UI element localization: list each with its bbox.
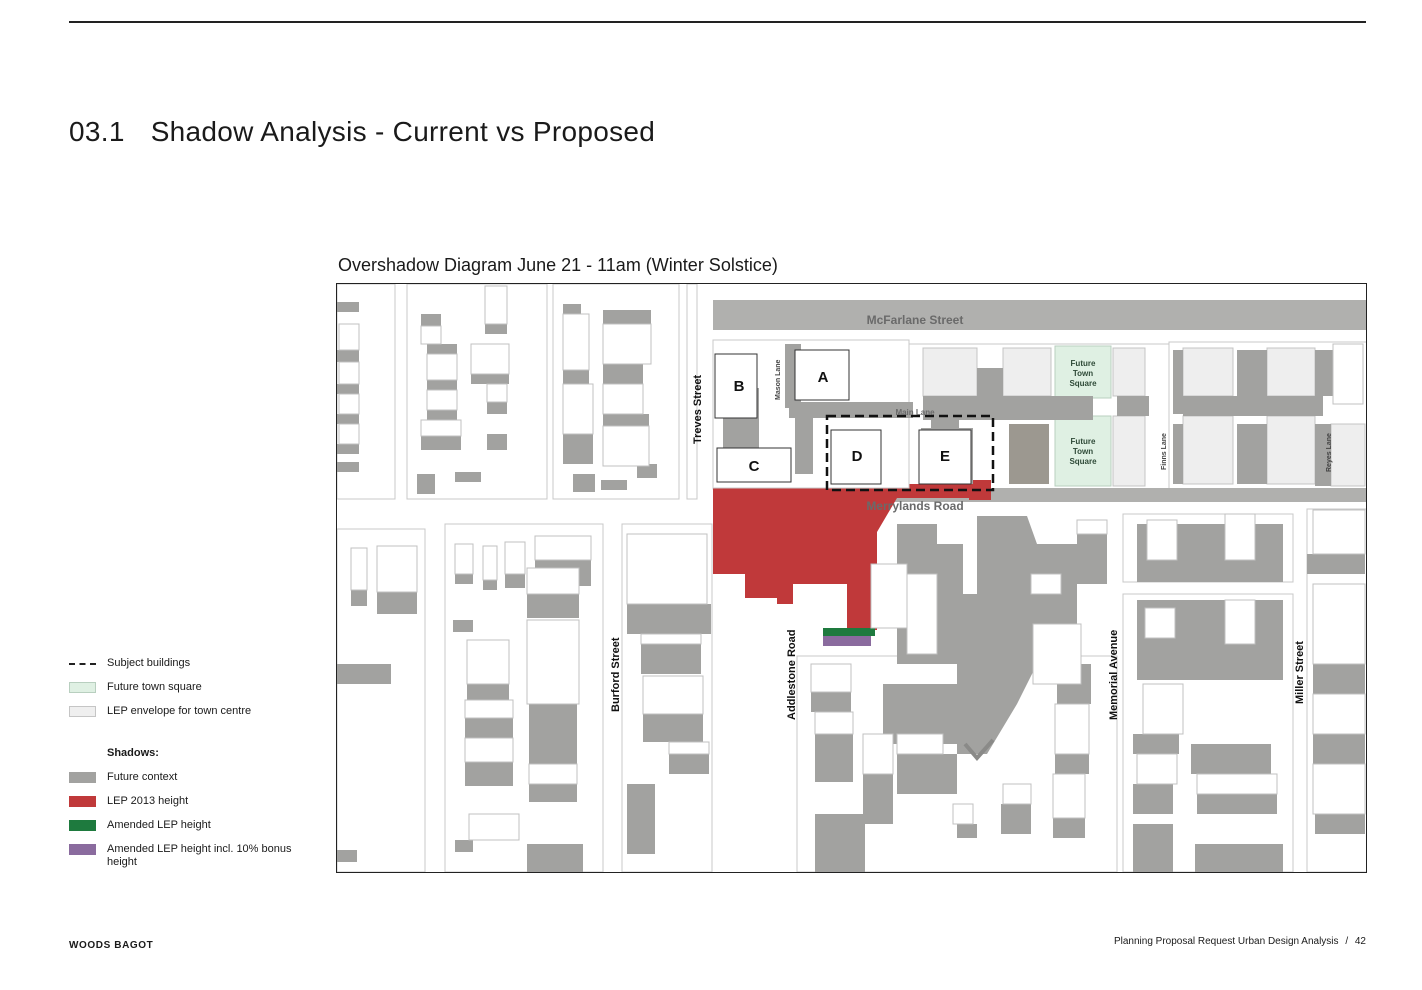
- legend-label: Amended LEP height: [107, 819, 211, 831]
- street-merrylands: Merrylands Road: [866, 499, 963, 513]
- building-c: [716, 447, 792, 483]
- amended-lep-swatch: [69, 820, 96, 831]
- building-b: [714, 353, 758, 419]
- street-mason: Mason Lane: [775, 359, 782, 400]
- shadow-lep-2013: [713, 484, 991, 630]
- footer-document-title: Planning Proposal Request Urban Design A…: [1113, 936, 1339, 947]
- town-square-2-line3: Square: [1069, 457, 1097, 466]
- building-a: [794, 349, 850, 401]
- lep-2013-swatch: [69, 796, 96, 807]
- legend-item-lep-envelope: LEP envelope for town centre: [69, 705, 319, 729]
- section-title: Shadow Analysis - Current vs Proposed: [150, 116, 656, 147]
- building-e: [918, 429, 972, 485]
- legend: Subject buildings Future town square LEP…: [69, 657, 319, 873]
- town-square-1-line2: Town: [1073, 369, 1093, 378]
- label-building-b: B: [734, 378, 745, 395]
- town-square-1-line3: Square: [1069, 379, 1097, 388]
- check-mark-icon: [963, 738, 995, 762]
- town-square-2-line2: Town: [1073, 447, 1093, 456]
- legend-label: LEP envelope for town centre: [107, 705, 252, 717]
- mcfarlane-road: [713, 300, 1366, 330]
- subject-buildings-outline: [825, 414, 995, 492]
- street-burford: Burford Street: [610, 637, 622, 712]
- map-svg: A B C D E Future Town Square Future Town…: [337, 284, 1366, 872]
- buildings-southwest: [350, 533, 710, 841]
- subject-buildings: [714, 349, 972, 485]
- legend-item-lep-2013: LEP 2013 height: [69, 795, 319, 819]
- town-square-swatch: [69, 682, 96, 693]
- future-context-swatch: [69, 772, 96, 783]
- street-finns: Finns Lane: [1161, 433, 1168, 470]
- section-number: 03.1: [69, 116, 125, 147]
- amended-bonus-swatch: [69, 844, 96, 855]
- buildings-east: [1136, 343, 1366, 815]
- street-reyes: Reyes Lane: [1326, 433, 1333, 472]
- legend-label: Future town square: [107, 681, 202, 693]
- street-miller: Miller Street: [1294, 641, 1306, 704]
- footer-separator: /: [1345, 936, 1349, 947]
- footer-company: WOODS BAGOT: [69, 940, 154, 951]
- shadows-heading: Shadows:: [107, 747, 159, 759]
- town-square-2-line1: Future: [1071, 437, 1096, 446]
- label-building-e: E: [940, 448, 950, 465]
- shadow-amended-lep: [823, 628, 875, 636]
- buildings-northwest: [338, 285, 652, 467]
- footer-page-number: 42: [1354, 936, 1366, 947]
- legend-label: Future context: [107, 771, 178, 783]
- legend-label: Subject buildings: [107, 657, 191, 669]
- legend-item-subject-buildings: Subject buildings: [69, 657, 319, 681]
- lep-envelopes: [922, 347, 1366, 487]
- building-d: [830, 429, 882, 485]
- legend-item-future-context: Future context: [69, 771, 319, 795]
- street-main-lane: Main Lane: [895, 408, 935, 417]
- lep-envelope-swatch: [69, 706, 96, 717]
- page-title: 03.1 Shadow Analysis - Current vs Propose…: [69, 116, 655, 148]
- shadows-east: [1133, 524, 1365, 872]
- town-square-1-line1: Future: [1071, 359, 1096, 368]
- legend-label: LEP 2013 height: [107, 795, 189, 807]
- label-building-d: D: [852, 448, 863, 465]
- legend-label: Amended LEP height incl. 10% bonus heigh…: [107, 843, 292, 868]
- label-building-c: C: [749, 458, 760, 475]
- buildings-south-centre: [810, 519, 1108, 825]
- legend-item-amended-bonus: Amended LEP height incl. 10% bonus heigh…: [69, 843, 319, 873]
- future-town-squares: [1054, 345, 1112, 487]
- dashed-line-swatch: [69, 663, 96, 665]
- shadow-amended-bonus: [823, 636, 871, 646]
- legend-item-town-square: Future town square: [69, 681, 319, 705]
- diagram-title: Overshadow Diagram June 21 - 11am (Winte…: [338, 255, 778, 275]
- legend-item-amended-lep: Amended LEP height: [69, 819, 319, 843]
- town-square-shadow: [1009, 424, 1049, 484]
- street-addlestone: Addlestone Road: [786, 630, 798, 720]
- top-rule: [69, 21, 1366, 23]
- footer-document: Planning Proposal Request Urban Design A…: [1114, 936, 1366, 947]
- street-treves: Treves Street: [692, 375, 704, 444]
- street-mcfarlane: McFarlane Street: [867, 313, 964, 327]
- street-memorial: Memorial Avenue: [1108, 630, 1120, 720]
- label-building-a: A: [818, 369, 829, 386]
- overshadow-map: A B C D E Future Town Square Future Town…: [336, 283, 1367, 873]
- shadows-northwest: [337, 302, 657, 494]
